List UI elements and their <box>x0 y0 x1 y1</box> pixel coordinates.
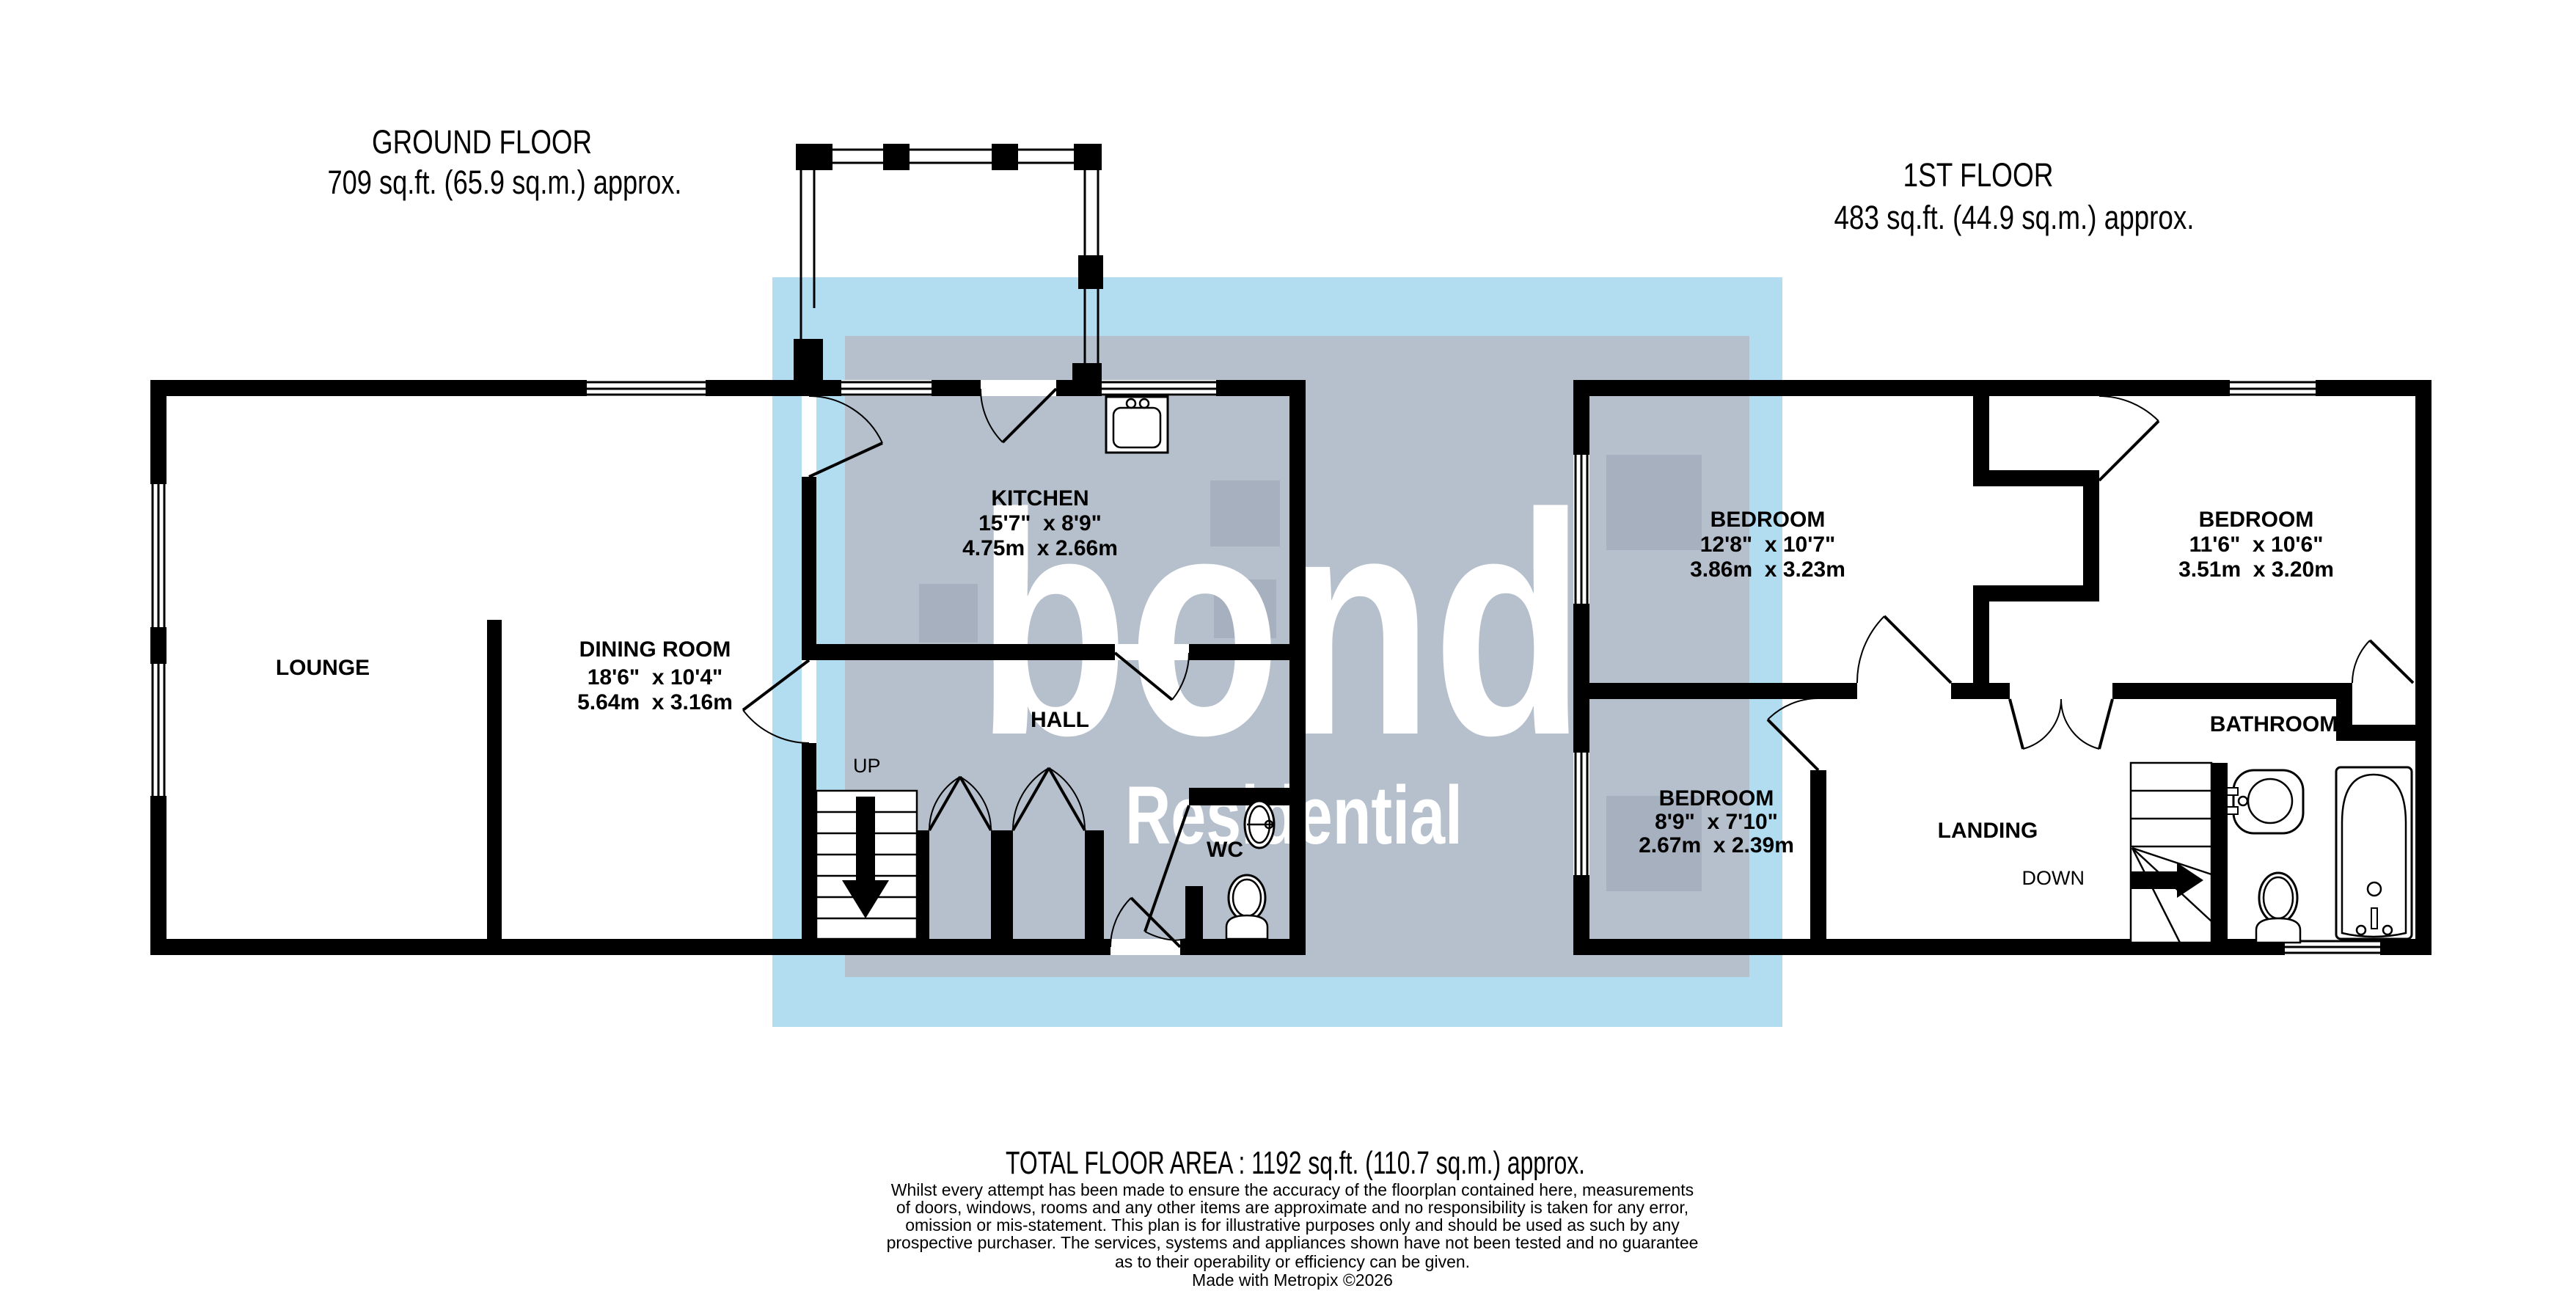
door-dining <box>742 659 811 744</box>
window <box>150 664 167 796</box>
label-bedroom3: BEDROOM <box>1659 786 1774 811</box>
window <box>841 380 932 396</box>
ground-doors <box>742 387 1190 948</box>
label-wc: WC <box>1207 838 1243 862</box>
wc-toilet-icon <box>1225 874 1269 940</box>
label-hall: HALL <box>1031 708 1089 732</box>
label-bedroom3-imperial: 8'9" x 7'10" <box>1655 810 1778 834</box>
ground-floor-title: GROUND FLOOR <box>372 123 592 161</box>
disclaimer-line: of doors, windows, rooms and any other i… <box>896 1198 1688 1217</box>
total-floor-area: TOTAL FLOOR AREA : 1192 sq.ft. (110.7 sq… <box>1006 1145 1585 1181</box>
door-hall <box>1113 651 1190 701</box>
label-lounge: LOUNGE <box>276 656 370 680</box>
door-front <box>1110 896 1182 948</box>
door-bedroom2 <box>2352 639 2415 684</box>
window <box>2230 380 2316 396</box>
first-openings <box>1857 683 2415 699</box>
window <box>1102 380 1216 396</box>
label-bathroom: BATHROOM <box>2210 712 2338 736</box>
disclaimer-line: as to their operability or efficiency ca… <box>1115 1252 1470 1271</box>
first-floor-title: 1ST FLOOR <box>1903 156 2054 194</box>
window <box>2285 939 2380 955</box>
disclaimer-line: Whilst every attempt has been made to en… <box>891 1180 1694 1199</box>
stairs-down-icon <box>2129 761 2213 944</box>
door-wc <box>1144 805 1190 941</box>
watermark-accent-squares <box>919 455 1702 891</box>
ground-floor-plan: LOUNGE DINING ROOM 18'6" x 10'4" 5.64m x… <box>150 144 1306 955</box>
label-bedroom2-metric: 3.51m x 3.20m <box>2178 557 2334 582</box>
label-down: DOWN <box>2022 867 2085 889</box>
door-bedroom1 <box>1856 615 1953 684</box>
metropix-credit: Made with Metropix ©2026 <box>1192 1270 1393 1290</box>
ground-floor-area: 709 sq.ft. (65.9 sq.m.) approx. <box>328 164 682 201</box>
ground-windows <box>150 380 1216 796</box>
label-kitchen-metric: 4.75m x 2.66m <box>962 536 1118 560</box>
bathroom-sink-icon <box>2226 769 2305 835</box>
watermark-brand-text: bond <box>976 449 1585 801</box>
first-floor-plan: BEDROOM 12'8" x 10'7" 3.86m x 3.23m BEDR… <box>1573 380 2432 955</box>
label-up: UP <box>853 755 881 777</box>
bathtub-icon <box>2335 766 2413 940</box>
label-dining-imperial: 18'6" x 10'4" <box>588 665 723 690</box>
cupboard-doors <box>928 767 1086 831</box>
door-kitchen <box>808 395 883 478</box>
floor-titles: GROUND FLOOR 709 sq.ft. (65.9 sq.m.) app… <box>328 123 2195 236</box>
window <box>150 484 167 627</box>
first-floor-area: 483 sq.ft. (44.9 sq.m.) approx. <box>1834 199 2195 236</box>
window <box>1573 455 1589 604</box>
label-kitchen-imperial: 15'7" x 8'9" <box>978 511 1102 535</box>
label-bedroom2: BEDROOM <box>2199 508 2314 532</box>
label-bedroom1-metric: 3.86m x 3.23m <box>1690 557 1845 582</box>
bathroom-toilet-icon <box>2255 871 2302 944</box>
label-bedroom2-imperial: 11'6" x 10'6" <box>2189 533 2324 557</box>
disclaimer-line: prospective purchaser. The services, sys… <box>887 1233 1699 1252</box>
label-kitchen: KITCHEN <box>991 486 1088 511</box>
label-bedroom3-metric: 2.67m x 2.39m <box>1639 833 1794 857</box>
doors-landing <box>2008 698 2114 750</box>
door-conservatory <box>979 387 1058 444</box>
first-windows <box>1573 380 2380 955</box>
stairs-up-icon <box>815 789 918 940</box>
label-bedroom1: BEDROOM <box>1710 508 1826 532</box>
label-dining: DINING ROOM <box>579 637 731 662</box>
door-cupboard-bedroom2 <box>2098 395 2160 482</box>
conservatory <box>794 144 1103 396</box>
label-bedroom1-imperial: 12'8" x 10'7" <box>1700 533 1836 557</box>
disclaimer-line: omission or mis-statement. This plan is … <box>905 1215 1680 1235</box>
first-doors <box>1766 395 2415 772</box>
door-bedroom3 <box>1766 698 1820 772</box>
kitchen-sink-icon <box>1105 395 1169 454</box>
wc-sink-icon <box>1243 800 1276 849</box>
window <box>587 380 706 396</box>
footer: TOTAL FLOOR AREA : 1192 sq.ft. (110.7 sq… <box>887 1145 1699 1290</box>
label-landing: LANDING <box>1938 819 2038 843</box>
window <box>1573 753 1589 875</box>
label-dining-metric: 5.64m x 3.16m <box>577 690 733 714</box>
ground-openings <box>802 380 1189 955</box>
